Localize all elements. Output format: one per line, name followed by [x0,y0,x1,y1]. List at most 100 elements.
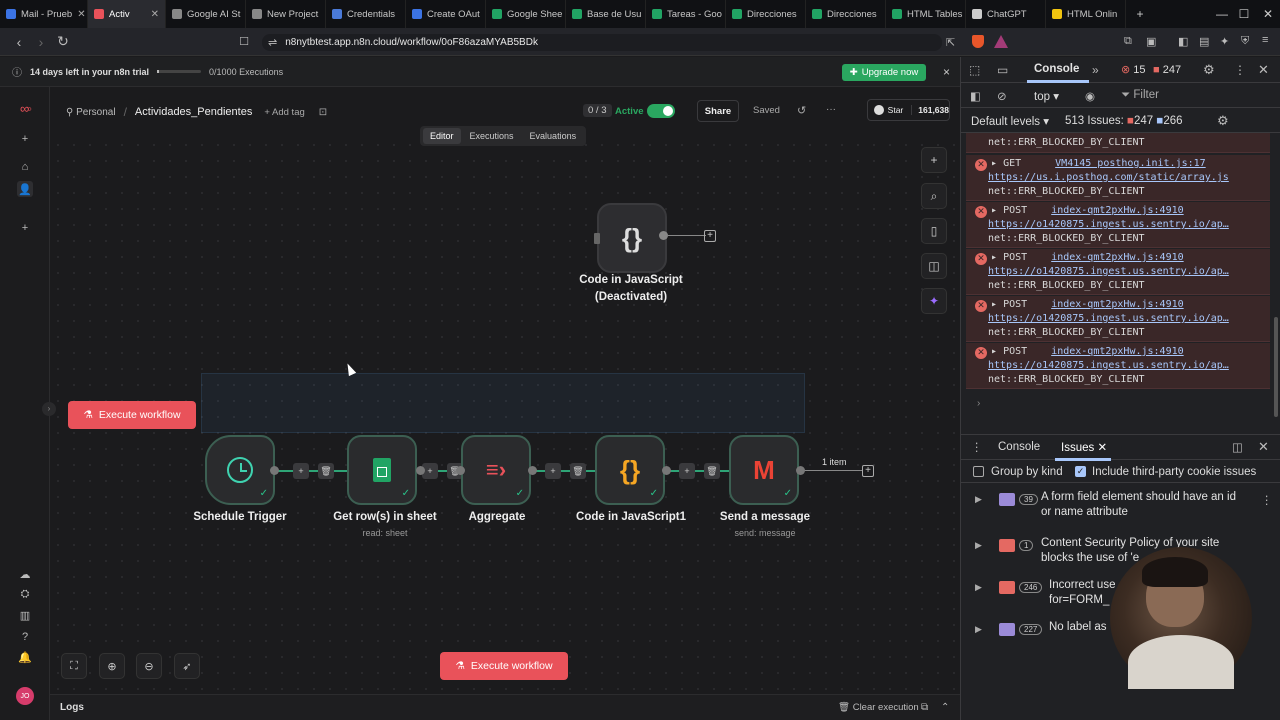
input-port[interactable] [416,466,425,475]
user-avatar[interactable]: JO [16,687,34,705]
wallet-icon[interactable]: ▤ [1199,36,1210,48]
node-aggregate[interactable]: ≡› ✓ [461,435,531,505]
insights-icon[interactable]: ▥ [19,609,31,622]
request-url[interactable]: https://o1420875.ingest.us.sentry.io/ap… [988,219,1229,230]
console-settings-icon[interactable]: ⚙ [1217,112,1229,128]
request-url[interactable]: https://o1420875.ingest.us.sentry.io/ap… [988,266,1229,277]
error-count-badge[interactable]: ⊗ 15 [1121,64,1146,76]
close-banner-icon[interactable]: × [943,65,951,79]
dock-icon[interactable]: ◫ [1232,442,1243,454]
warning-count-badge[interactable]: ■ 247 [1153,63,1182,76]
extensions-icon[interactable]: ⧉ [1124,35,1132,47]
execute-workflow-button[interactable]: ⚗Execute workflow [440,652,568,680]
group-by-kind-checkbox[interactable] [973,466,984,477]
share-page-icon[interactable]: ⇱ [946,37,956,49]
expand-arrow-icon[interactable]: ▶ [975,540,982,550]
console-error-entry[interactable]: net::ERR_BLOCKED_BY_CLIENT [966,133,1270,153]
context-select[interactable]: top ▾ [1034,90,1059,103]
output-port[interactable] [796,466,805,475]
browser-tab[interactable]: Mail - Prueb✕ [0,0,88,28]
n8n-logo-icon[interactable]: ∞◦ [20,100,32,116]
output-port[interactable] [662,466,671,475]
output-port[interactable] [528,466,537,475]
browser-tab[interactable]: Create OAut [406,0,486,28]
back-icon[interactable]: ‹ [16,33,22,50]
source-link[interactable]: index-qmt2pxHw.js:4910 [1051,346,1184,357]
expand-arrow-icon[interactable]: ▶ [975,624,982,634]
ai-assistant-icon[interactable]: ✦ [921,288,947,314]
brave-rewards-icon[interactable] [994,35,1008,48]
request-url[interactable]: https://o1420875.ingest.us.sentry.io/ap… [988,360,1229,371]
node-schedule-trigger[interactable]: ✓ [205,435,275,505]
output-port[interactable] [270,466,279,475]
clear-execution-button[interactable]: 🗑 Clear execution [838,702,919,713]
home-icon[interactable]: ⌂ [21,161,29,173]
expand-arrow-icon[interactable]: ▸ [991,299,998,310]
insert-node-button[interactable]: + [545,463,561,479]
source-link[interactable]: index-qmt2pxHw.js:4910 [1051,205,1184,216]
zoom-in-icon[interactable]: ⊕ [99,653,125,679]
insert-node-button[interactable]: + [679,463,695,479]
source-link[interactable]: index-qmt2pxHw.js:4910 [1051,252,1184,263]
tab-executions[interactable]: Executions [469,131,514,141]
console-scrollbar[interactable] [1274,317,1278,417]
pop-out-icon[interactable]: ⧉ [921,702,929,713]
breadcrumb-personal[interactable]: ⚲ Personal [66,106,116,118]
search-icon[interactable]: ⌕ [921,183,947,209]
maximize-icon[interactable]: ☐ [1238,7,1250,21]
node-send-message[interactable]: M ✓ [729,435,799,505]
input-port[interactable] [456,466,465,475]
ai-icon[interactable]: ✦ [1220,36,1230,48]
add-node-button[interactable]: + [704,230,716,242]
expand-arrow-icon[interactable]: ▸ [991,205,998,216]
tab-evaluations[interactable]: Evaluations [529,131,577,141]
live-expression-icon[interactable]: ◉ [1085,90,1096,103]
add-node-toolbar-icon[interactable]: + [921,147,947,173]
upgrade-button[interactable]: ✚Upgrade now [842,64,926,81]
clear-console-icon[interactable]: ⊘ [997,90,1007,103]
active-toggle[interactable] [647,104,675,118]
expand-arrow-icon[interactable]: ▶ [975,582,982,592]
add-node-end-button[interactable]: + [862,465,874,477]
node-code-js1[interactable]: {} ✓ [595,435,665,505]
insert-node-button[interactable]: + [422,463,438,479]
execute-workflow-trigger-button[interactable]: ⚗Execute workflow [68,401,196,429]
browser-tab[interactable]: Credentials [326,0,406,28]
site-info-icon[interactable]: ⇌ [268,37,278,49]
panel-icon[interactable]: ◫ [921,253,947,279]
expand-logs-icon[interactable]: ⌃ [941,702,950,713]
input-port[interactable] [594,233,600,244]
close-tab-icon[interactable]: ✕ [150,8,159,20]
logs-bar[interactable]: Logs 🗑 Clear execution ⧉ ⌃ [50,694,960,720]
more-menu-icon[interactable]: ··· [826,104,836,115]
delete-connection-button[interactable]: 🗑 [318,463,334,479]
close-devtools-icon[interactable]: ✕ [1258,61,1269,77]
close-tab-icon[interactable]: ✕ [77,8,86,20]
sidebar-toggle-icon[interactable]: ◧ [1178,36,1189,48]
add-icon[interactable]: + [21,133,29,145]
drawer-menu-icon[interactable]: ⋮ [971,442,983,454]
expand-arrow-icon[interactable]: ▸ [991,346,998,357]
reload-icon[interactable]: ↻ [57,33,69,49]
notifications-icon[interactable]: 🔔 [18,651,32,664]
expand-arrow-icon[interactable]: ▸ [991,252,998,263]
request-url[interactable]: https://o1420875.ingest.us.sentry.io/ap… [988,313,1229,324]
drawer-tab-console[interactable]: Console [998,441,1041,453]
logs-title[interactable]: Logs [60,702,84,713]
issue-menu-icon[interactable]: ⋮ [1261,495,1273,507]
browser-tab[interactable]: Tareas - Goo [646,0,726,28]
browser-tab[interactable]: HTML Tables [886,0,966,28]
settings-icon[interactable]: ⚙ [1203,61,1215,77]
request-url[interactable]: https://us.i.posthog.com/static/array.js [988,172,1229,183]
github-star-button[interactable]: Star 161,638 [867,99,950,121]
tab-editor[interactable]: Editor [423,128,461,144]
personal-icon[interactable]: 👤 [17,181,33,197]
cloud-icon[interactable]: ☁ [19,568,31,581]
menu-icon[interactable]: ≡ [1262,34,1269,46]
